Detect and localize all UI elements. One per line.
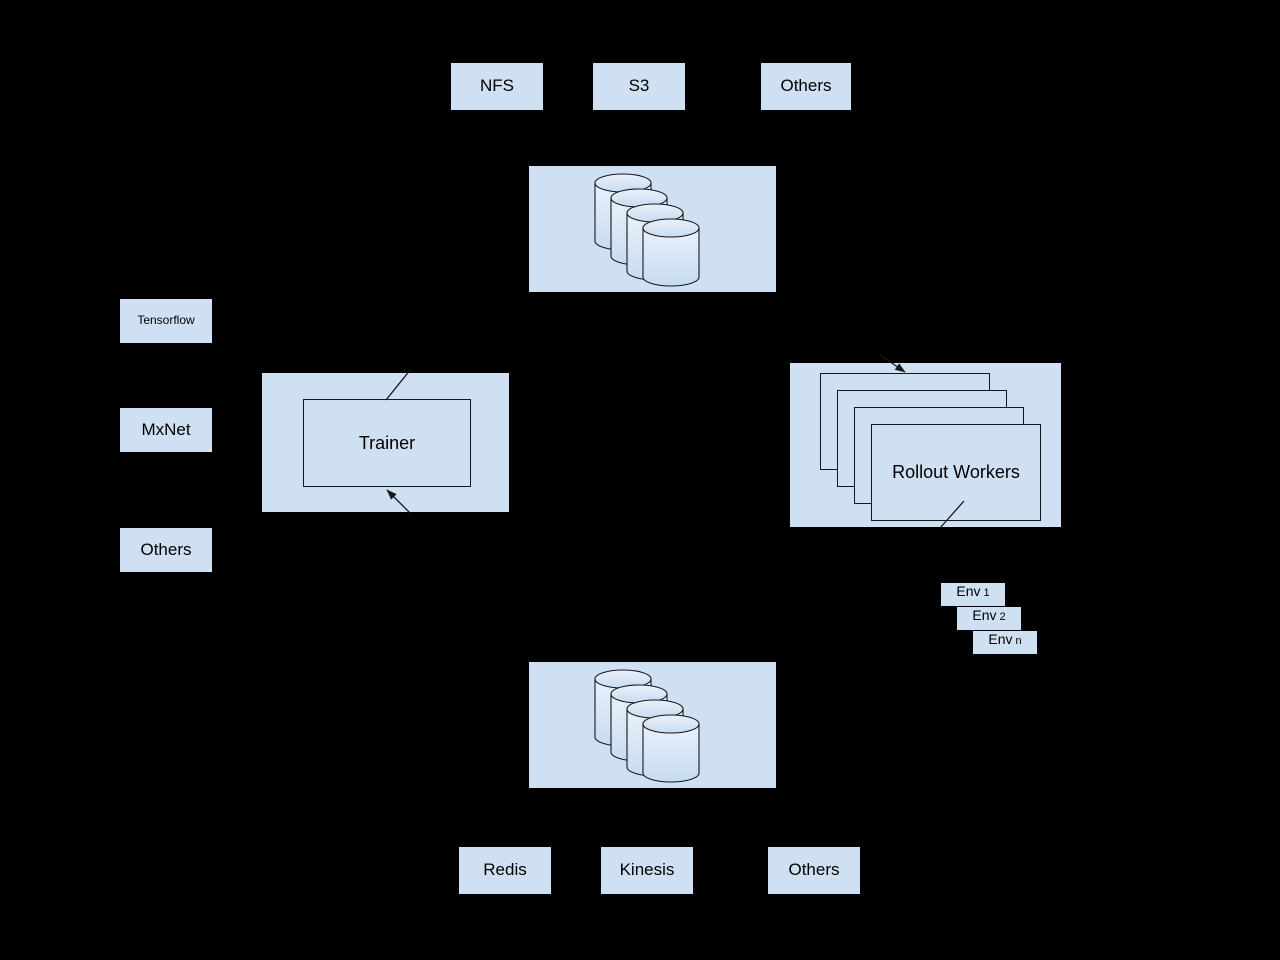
framework-node-mxnet[interactable]: MxNet [120,408,212,452]
replay-buffer-bottom-cylinders [585,662,715,788]
queue-node-kinesis-label: Kinesis [619,860,675,880]
framework-node-tensorflow-label: Tensorflow [137,313,195,328]
env-chip-1[interactable]: Env 1 [941,583,1005,606]
framework-node-others[interactable]: Others [120,528,212,572]
framework-node-mxnet-label: MxNet [141,419,191,439]
framework-node-tensorflow[interactable]: Tensorflow [120,299,212,343]
storage-node-others-label: Others [780,76,832,96]
env-chip-n[interactable]: Env n [973,631,1037,654]
rollout-worker-card-1[interactable]: Rollout Workers [871,424,1041,521]
storage-node-nfs-label: NFS [480,76,514,96]
env-chip-2[interactable]: Env 2 [957,607,1021,630]
env-chip-n-word: Env [988,631,1013,647]
env-chip-1-word: Env [956,583,981,599]
trainer-label: Trainer [358,432,416,453]
queue-node-others[interactable]: Others [768,847,860,894]
storage-node-others[interactable]: Others [761,63,851,110]
trainer-box[interactable]: Trainer [303,399,471,487]
queue-node-redis[interactable]: Redis [459,847,551,894]
storage-node-s3-label: S3 [628,76,650,96]
framework-node-others-label: Others [140,539,192,559]
storage-node-nfs[interactable]: NFS [451,63,543,110]
queue-node-redis-label: Redis [483,860,527,880]
queue-node-others-label: Others [788,860,840,880]
env-chip-n-index: n [1015,635,1022,647]
env-chip-1-index: 1 [983,587,990,599]
storage-node-s3[interactable]: S3 [593,63,685,110]
env-chip-2-word: Env [972,607,997,623]
rollout-workers-label: Rollout Workers [892,462,1020,482]
replay-buffer-top-cylinders [585,166,715,292]
env-chip-2-index: 2 [999,611,1006,623]
queue-node-kinesis[interactable]: Kinesis [601,847,693,894]
